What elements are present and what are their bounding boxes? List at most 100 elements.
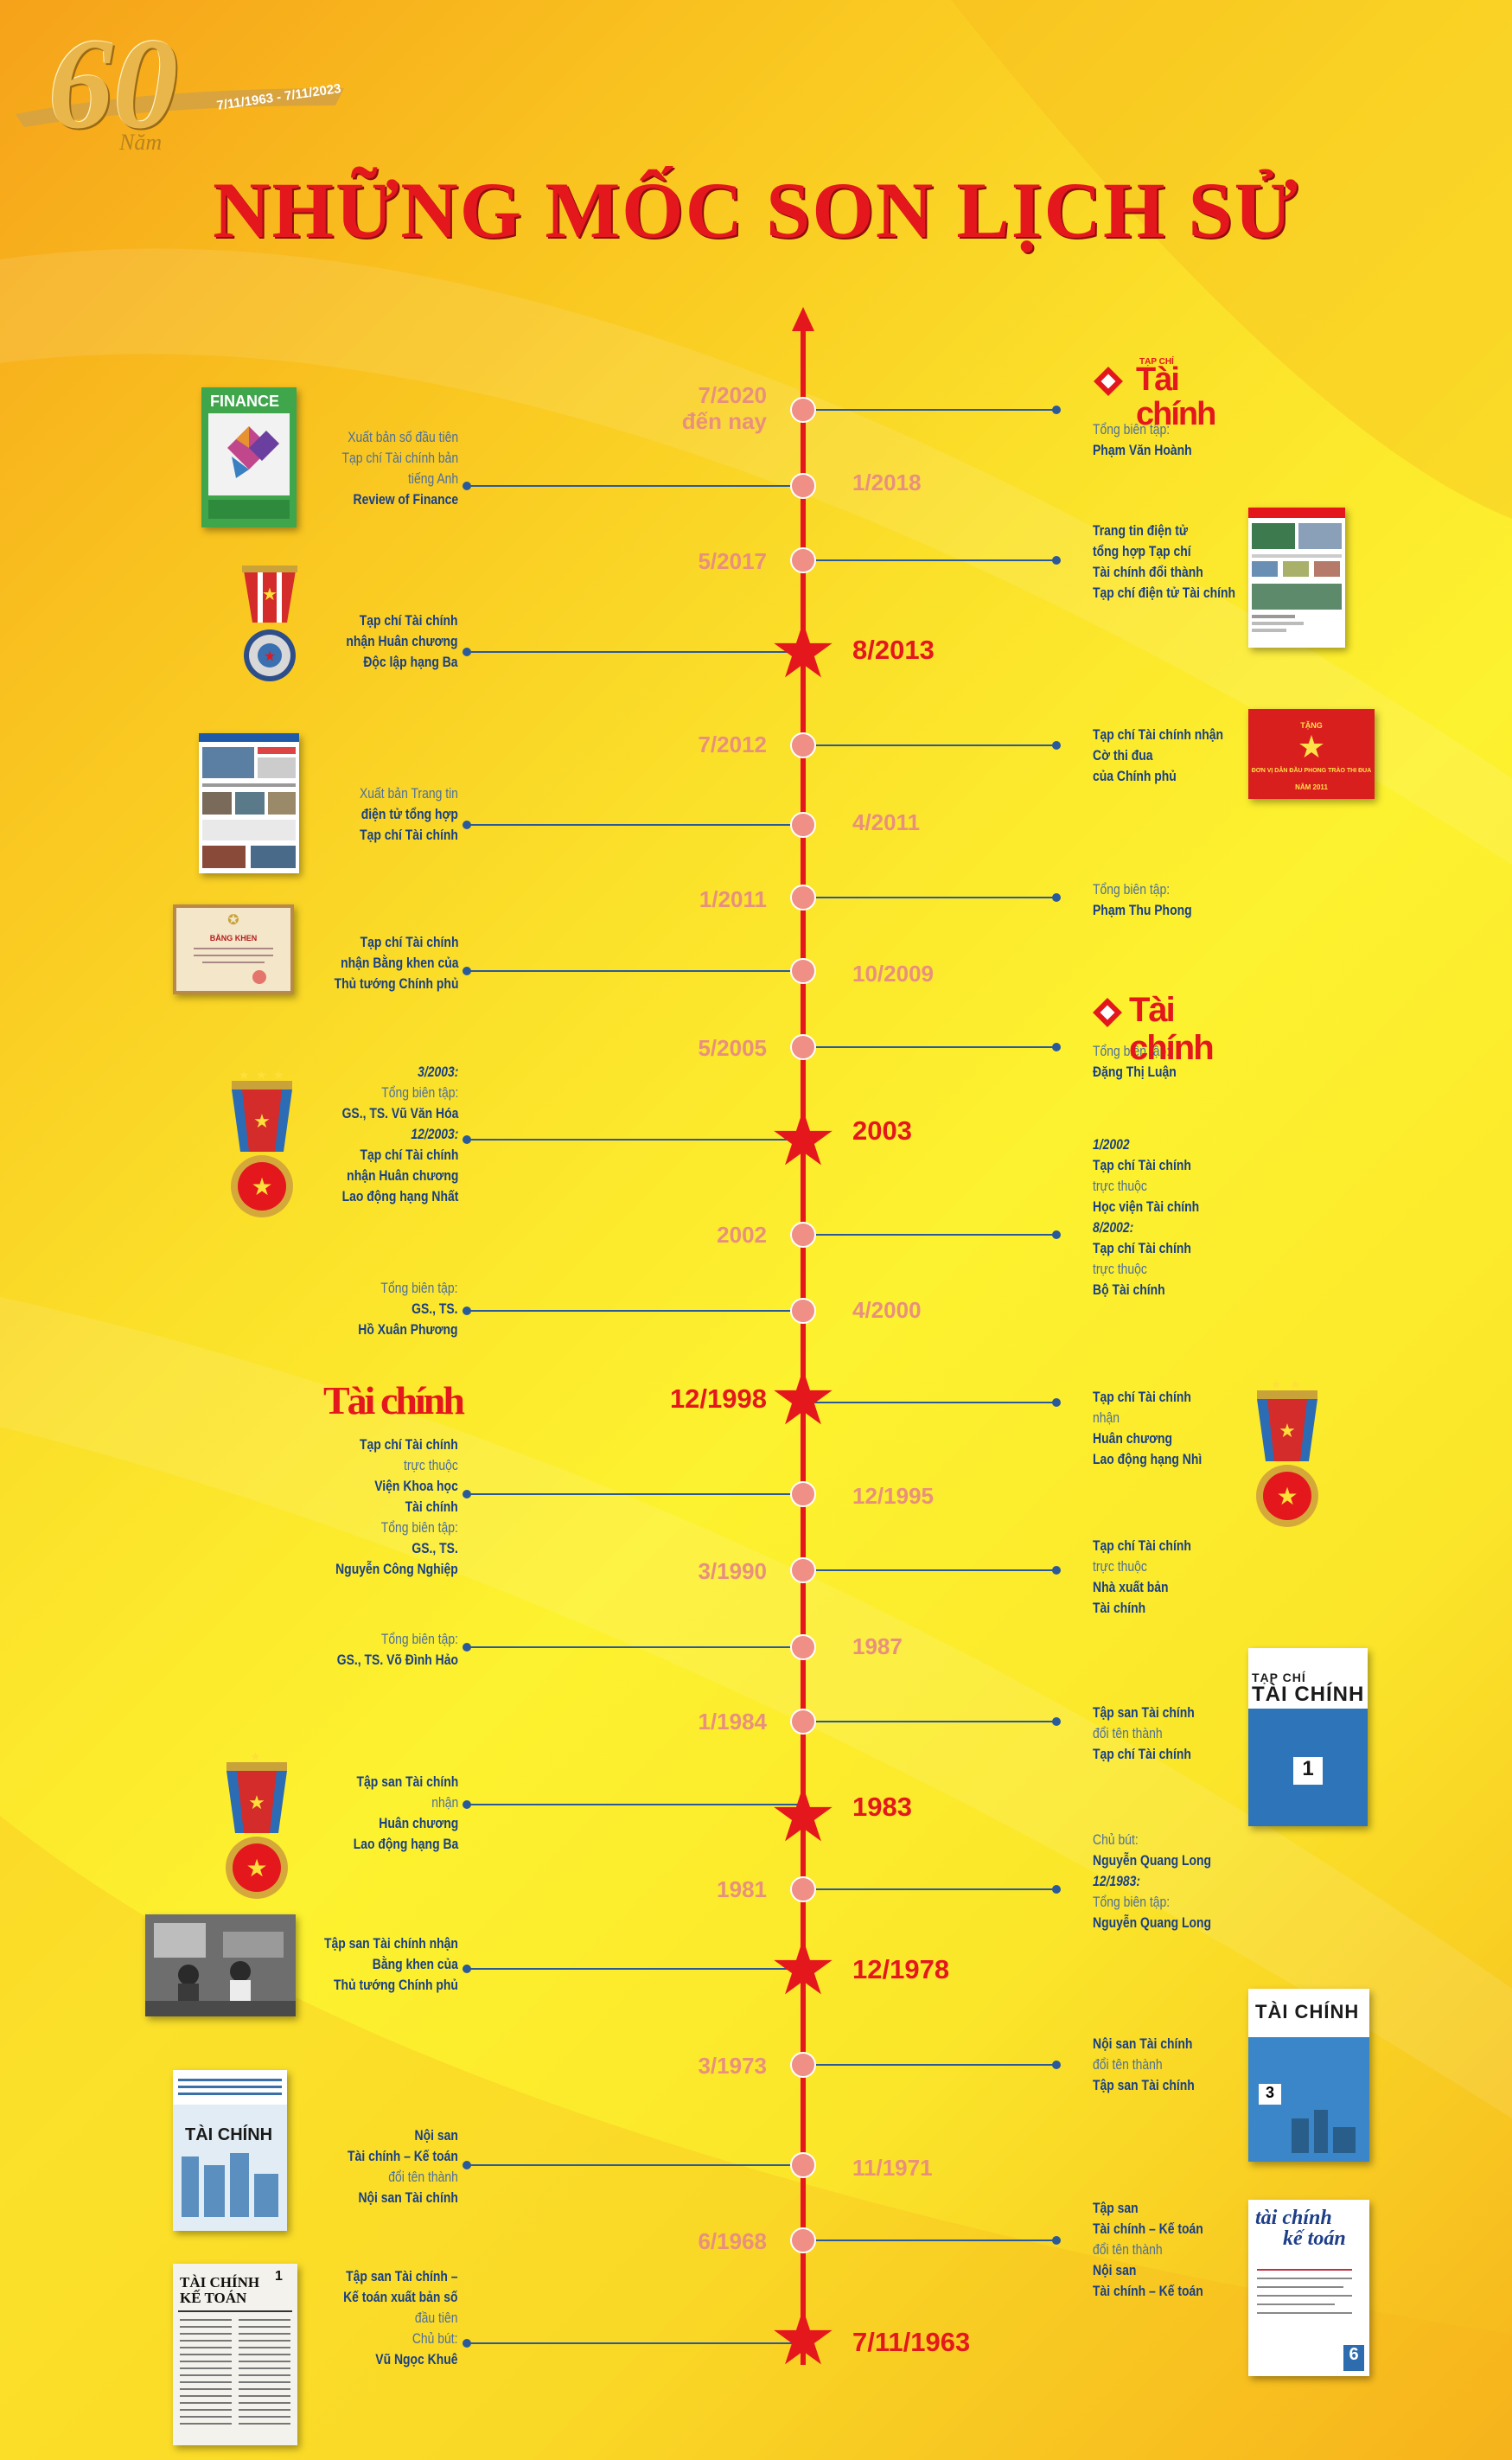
timeline-star-icon: ★ — [769, 1925, 838, 2010]
website-screenshot-image — [1248, 508, 1345, 648]
certificate-emblem-icon: ✪ — [227, 913, 239, 928]
connector — [806, 2064, 1056, 2066]
event-text: Tổng biên tập:Đặng Thị Luận — [1093, 1043, 1177, 1080]
connector — [467, 1804, 802, 1805]
connector-end — [463, 1307, 471, 1315]
connector-end — [1052, 1566, 1061, 1575]
cover-title-a: tài chính — [1255, 2207, 1332, 2229]
flag-star-icon: ★ — [1297, 729, 1326, 764]
cover-title: TÀI CHÍNH — [1255, 2001, 1360, 2022]
emulation-flag-image: TẶNG ★ ĐƠN VỊ DẪN ĐẦU PHONG TRÀO THI ĐUA… — [1248, 709, 1375, 799]
cover-issue-number: 1 — [275, 2269, 283, 2284]
diamond-logo-icon — [1094, 367, 1123, 396]
connector-end — [1052, 1717, 1061, 1726]
anniversary-suffix: Năm — [119, 130, 163, 155]
magazine-cover-1968-image: tài chính kế toán 6 — [1248, 2200, 1369, 2376]
date-label: 7/2012 — [698, 732, 767, 757]
timeline-star-icon: ★ — [769, 2295, 838, 2380]
historical-photo-image — [145, 1914, 296, 2016]
connector — [806, 897, 1056, 898]
svg-text:★: ★ — [246, 1855, 267, 1882]
timeline-dot — [790, 1222, 816, 1248]
connector — [467, 970, 802, 972]
connector-end — [463, 2339, 471, 2348]
medal-labor-second-image: ★★ ★ ★ — [1256, 1377, 1318, 1527]
date-label: 12/1978 — [852, 1954, 950, 1984]
connector-end — [463, 1643, 471, 1652]
cover-issue-number: 3 — [1259, 2084, 1281, 2105]
taichinh-logo-1998: Tài chính — [323, 1377, 470, 1425]
svg-text:★: ★ — [1290, 1377, 1301, 1391]
cover-issue-number: 6 — [1343, 2345, 1364, 2371]
date-label: 1987 — [852, 1633, 903, 1659]
magazine-cover-1963-image: TÀI CHÍNH KẾ TOÁN 1 — [173, 2264, 297, 2445]
date-label: 7/11/1963 — [852, 2327, 971, 2357]
connector-end — [1052, 741, 1061, 750]
connector-end — [463, 2161, 471, 2169]
medal-labor-first-image: ★★★ ★ ★ — [231, 1068, 293, 1217]
connector-end — [1052, 893, 1061, 902]
event-text: Tổng biên tập:Phạm Văn Hoành — [1093, 421, 1192, 458]
cover-title-b: kế toán — [1283, 2227, 1346, 2250]
date-label: 1/2011 — [699, 886, 767, 912]
magazine-cover-1973-image: TÀI CHÍNH 3 — [1248, 1989, 1369, 2162]
event-text: Tổng biên tập:Phạm Thu Phong — [1093, 881, 1192, 918]
connector — [467, 1139, 802, 1141]
logo-main-text: Tài chính — [1129, 991, 1215, 1067]
svg-text:★: ★ — [250, 1749, 261, 1763]
timeline-dot — [790, 1876, 816, 1902]
timeline-dot — [790, 732, 816, 758]
timeline-dot — [790, 397, 816, 423]
connector — [467, 485, 802, 487]
certificate-title: BẰNG KHEN — [209, 934, 258, 942]
event-text: Tổng biên tập:GS., TS. Võ Đình Hảo — [336, 1631, 458, 1668]
event-text: 3/2003:Tổng biên tập:GS., TS. Vũ Văn Hóa… — [341, 1064, 458, 1204]
certificate-image: ✪ BẰNG KHEN — [173, 904, 294, 994]
connector-end — [1052, 1885, 1061, 1894]
finance-cover-image: FINANCE — [201, 387, 297, 527]
date-label: 3/1973 — [698, 2053, 767, 2079]
anniversary-logo: 60 Năm 7/11/1963 - 7/11/2023 — [16, 19, 344, 170]
timeline-dot — [790, 1557, 816, 1583]
svg-text:★: ★ — [1271, 1377, 1282, 1391]
website-2011-image — [199, 733, 299, 873]
date-label: 4/2000 — [852, 1297, 922, 1323]
timeline-dot — [790, 2152, 816, 2178]
timeline-dot — [790, 1034, 816, 1060]
connector — [467, 2342, 802, 2344]
flag-top-text: TẶNG — [1300, 721, 1323, 730]
svg-text:★: ★ — [248, 1792, 265, 1813]
magazine-cover-1971-image: TÀI CHÍNH — [173, 2070, 287, 2231]
connector — [467, 1968, 802, 1970]
connector — [467, 1646, 802, 1648]
taichinh-logo-2005: Tài chính — [1091, 991, 1264, 1067]
date-label: 6/1968 — [698, 2228, 767, 2254]
connector — [806, 1888, 1056, 1890]
flag-text: ĐƠN VỊ DẪN ĐẦU PHONG TRÀO THI ĐUA — [1251, 768, 1372, 774]
svg-text:★: ★ — [256, 1068, 267, 1082]
cover-title-b: KẾ TOÁN — [180, 2290, 247, 2306]
connector — [467, 2164, 802, 2166]
ribbon-graphic — [16, 88, 344, 127]
logo-small-text: TẠP CHÍ — [1139, 357, 1174, 367]
date-label: 1981 — [717, 1876, 767, 1902]
connector-end — [1052, 406, 1061, 414]
date-label: 11/1971 — [852, 2155, 933, 2181]
finance-cover-title: FINANCE — [210, 393, 279, 410]
timeline-axis — [801, 324, 806, 2365]
date-label: 1983 — [852, 1792, 912, 1822]
logo-main-text: Tài chính — [1136, 361, 1216, 432]
cover-title: TÀI CHÍNH — [185, 2125, 273, 2144]
connector — [467, 651, 802, 653]
date-label: 12/1995 — [852, 1483, 934, 1509]
connector-end — [463, 1965, 471, 1973]
timeline-dot — [790, 1298, 816, 1324]
